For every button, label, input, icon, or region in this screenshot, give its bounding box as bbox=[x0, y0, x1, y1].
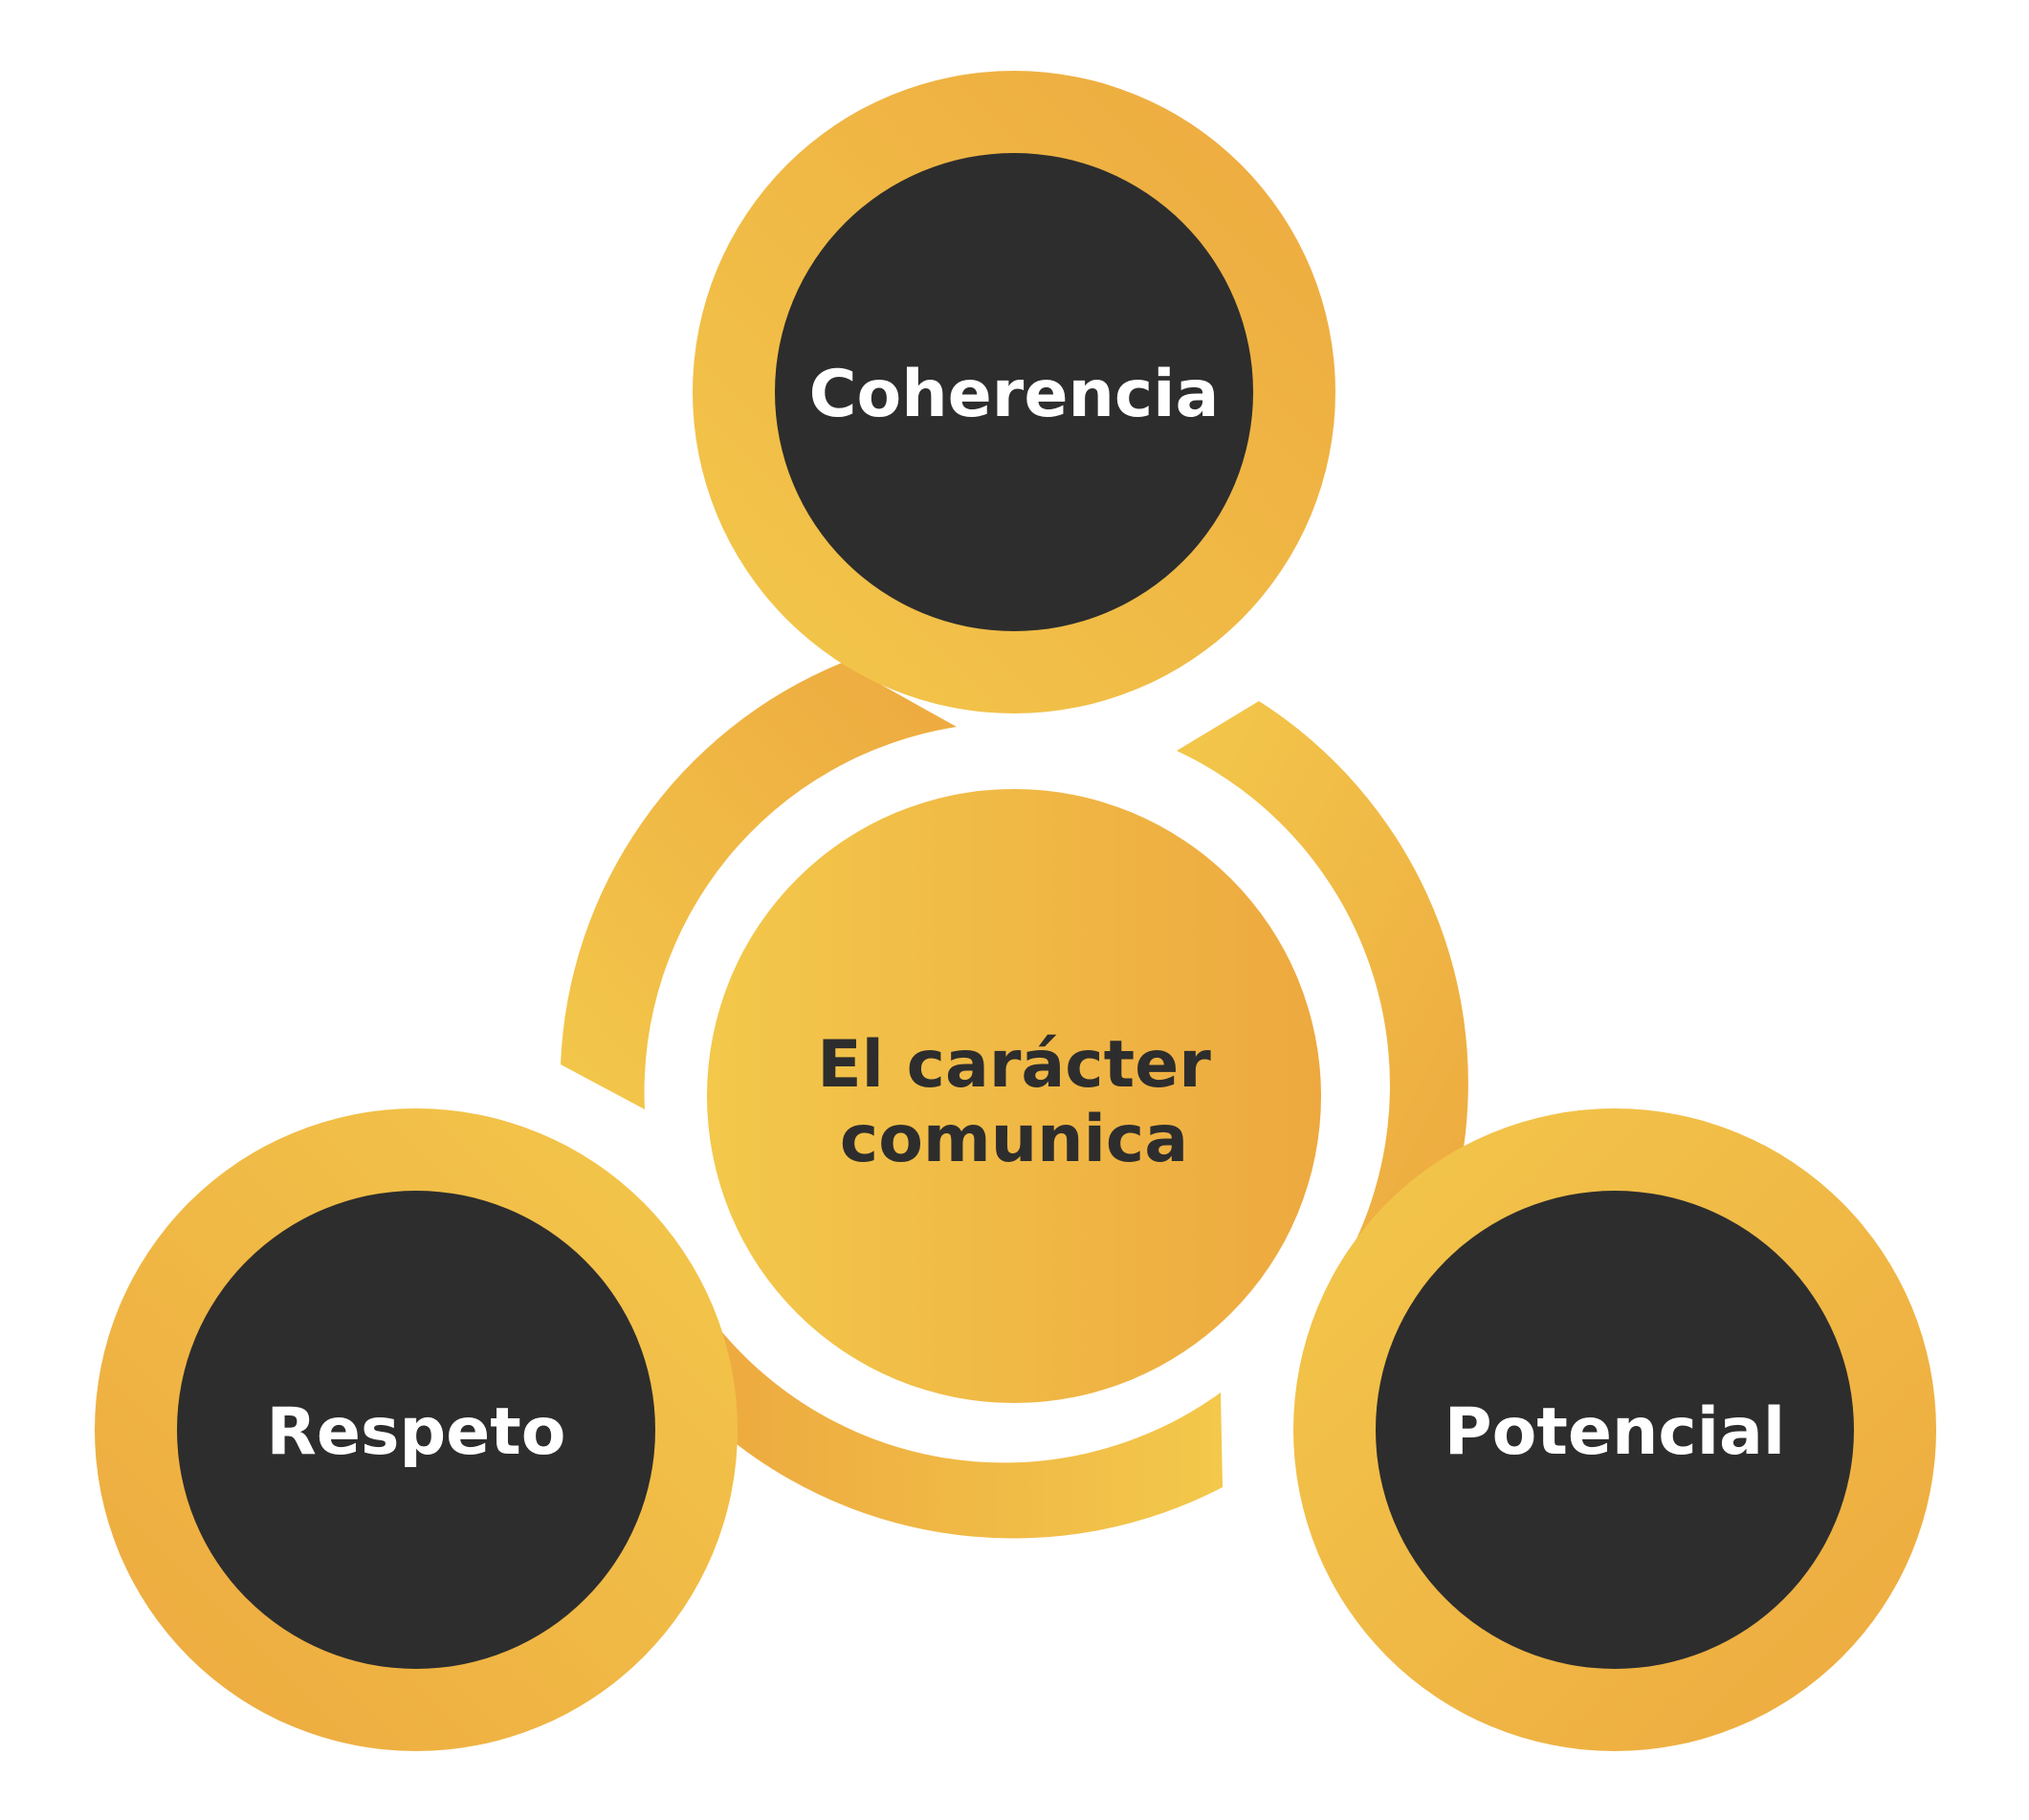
center-node: El carácter comunica bbox=[707, 789, 1321, 1403]
center-label-line2: comunica bbox=[840, 1102, 1188, 1177]
center-label-line1: El carácter bbox=[817, 1027, 1211, 1103]
node-respeto-label: Respeto bbox=[267, 1394, 566, 1470]
node-coherencia-core bbox=[775, 153, 1253, 631]
ring-arc-left bbox=[561, 663, 957, 1109]
ring-arc-bottom bbox=[698, 1301, 1223, 1539]
node-respeto-core bbox=[177, 1191, 655, 1669]
node-coherencia-label: Coherencia bbox=[809, 357, 1220, 432]
ring-arc-right bbox=[1177, 701, 1468, 1272]
node-potencial-core bbox=[1376, 1191, 1854, 1669]
node-respeto: Respeto bbox=[95, 1108, 738, 1751]
node-coherencia: Coherencia bbox=[693, 71, 1335, 713]
node-potencial: Potencial bbox=[1293, 1108, 1936, 1751]
connector-ring bbox=[561, 663, 1468, 1539]
node-potencial-label: Potencial bbox=[1445, 1394, 1785, 1470]
